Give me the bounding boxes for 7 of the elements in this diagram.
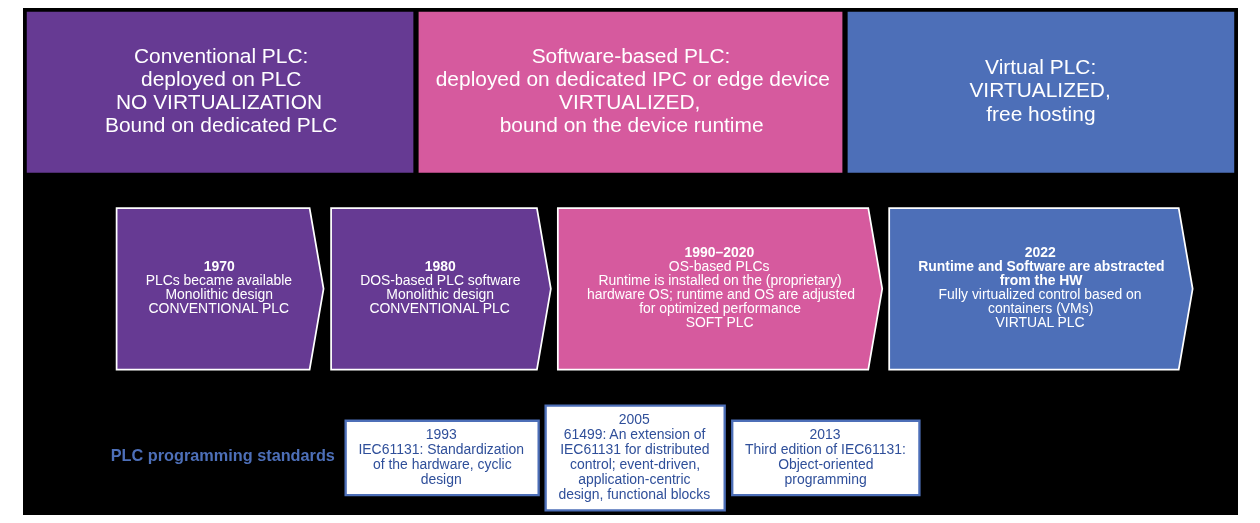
node-box: 2013 Third edition of IEC61131: Object-oriented programming — [730, 419, 921, 497]
node-box: Software-based PLC: deployed on dedicated IPC or edge device VIRTUALIZED, bound on the device runtime — [418, 11, 842, 173]
node-box: Virtual PLC: VIRTUALIZED, free hosting — [847, 11, 1234, 173]
node-box: 1993 IEC61131: Standardization of the hardware, cyclic design — [343, 419, 540, 497]
node-box: Conventional PLC: deployed on PLC NO VIRTUALIZATION Bound on dedicated PLC — [26, 11, 413, 173]
label: PLC programming standards — [110, 446, 335, 465]
node-box: 2005 61499: An extension of IEC61131 for distributed control; event-driven, application-centric design, functional blocks — [543, 404, 726, 512]
